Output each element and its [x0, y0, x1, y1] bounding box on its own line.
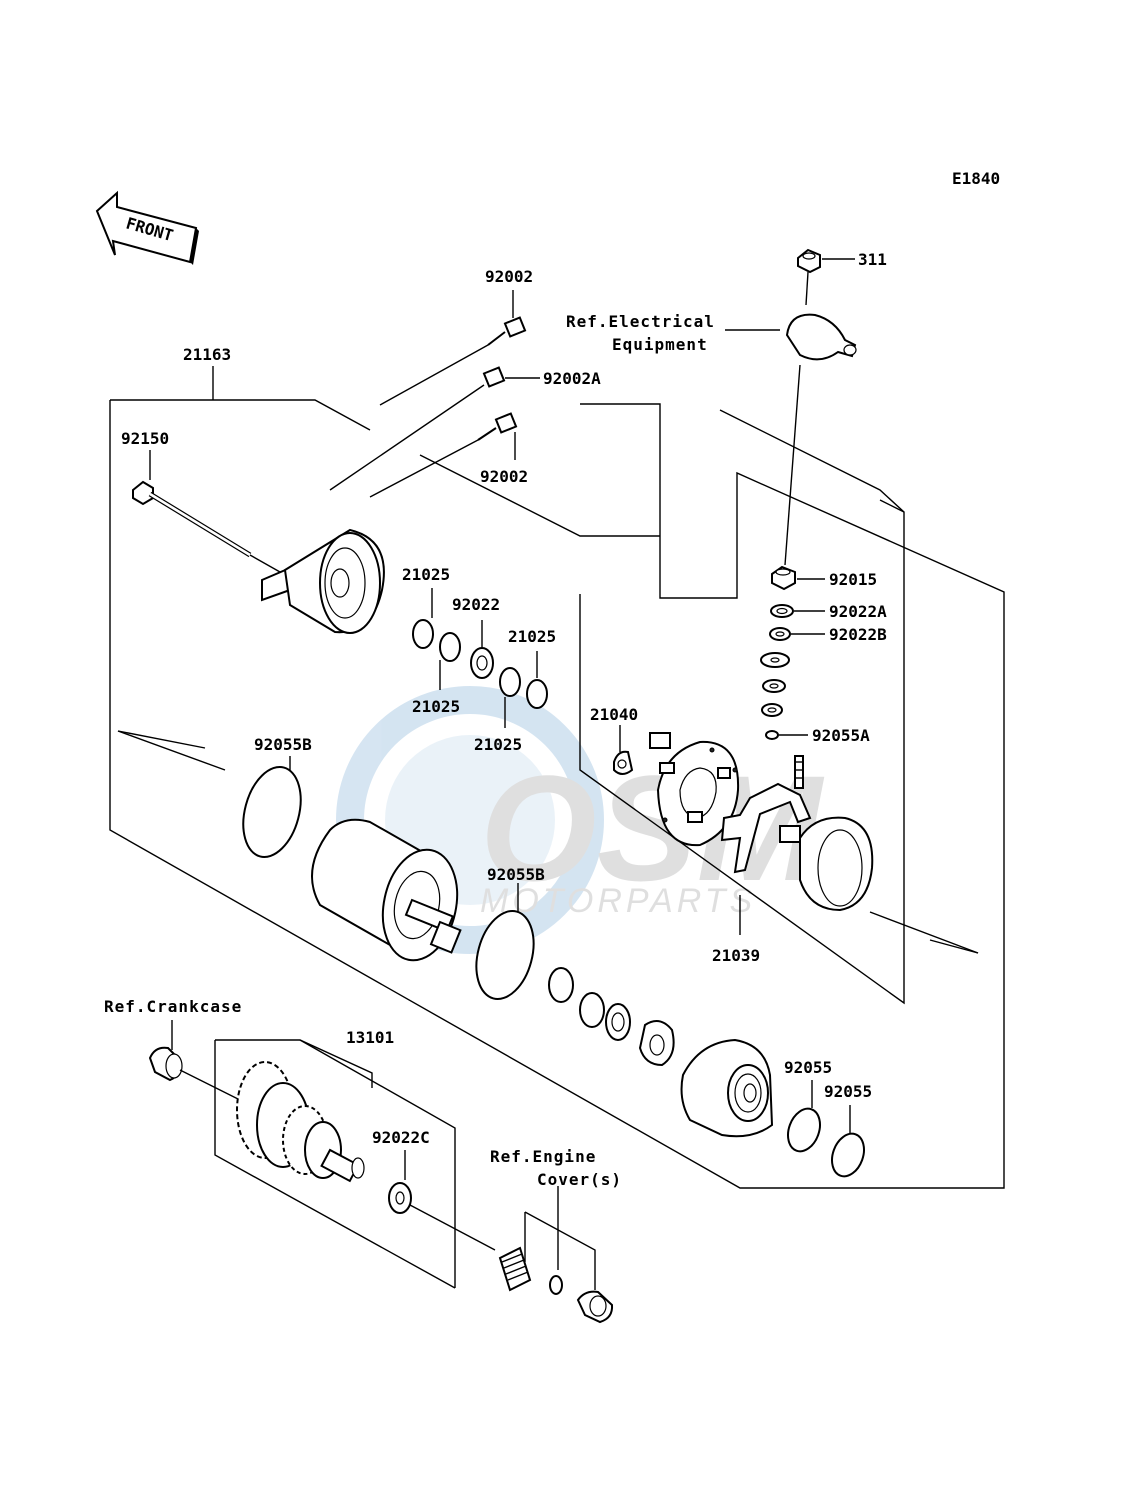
label-21025-b: 21025 [508, 627, 556, 646]
o-ring-92055B-right [475, 883, 535, 1001]
ref-electrical-line1: Ref.Electrical [566, 312, 715, 331]
label-21039: 21039 [712, 946, 760, 965]
front-cover [680, 1038, 774, 1138]
label-13101: 13101 [346, 1028, 394, 1047]
label-21040: 21040 [590, 705, 638, 724]
ref-electrical-line2: Equipment [612, 335, 708, 354]
long-bolt-92150 [132, 450, 281, 573]
label-21025-a: 21025 [402, 565, 450, 584]
label-92002-top: 92002 [485, 267, 533, 286]
label-21025-d: 21025 [474, 735, 522, 754]
washer-stack-21025 [412, 588, 548, 728]
label-92002A: 92002A [543, 369, 601, 388]
o-ring-92055B-left [242, 756, 302, 858]
ref-engine-line1: Ref.Engine [490, 1147, 596, 1166]
label-92022B: 92022B [829, 625, 887, 644]
o-ring-92055-a [787, 1080, 821, 1153]
diagram-code: E1840 [952, 169, 1000, 188]
bolt-92002-mid [369, 412, 518, 498]
label-92055A: 92055A [812, 726, 870, 745]
label-92055-a: 92055 [784, 1058, 832, 1077]
label-21025-c: 21025 [412, 697, 460, 716]
label-92002-mid: 92002 [480, 467, 528, 486]
starter-clutch-13101 [214, 1039, 456, 1289]
spring-and-cap [498, 1186, 614, 1324]
label-92015: 92015 [829, 570, 877, 589]
brush-plate-21040 [613, 725, 740, 847]
terminal-hardware-stack [760, 565, 825, 740]
bolt-92002A [329, 366, 540, 491]
ref-engine-line2: Cover(s) [537, 1170, 622, 1189]
label-92022: 92022 [452, 595, 500, 614]
ref-crankcase: Ref.Crankcase [104, 997, 242, 1016]
bolt-92002-top [379, 290, 527, 406]
label-21163: 21163 [183, 345, 231, 364]
nut-311 [797, 248, 855, 306]
label-92150: 92150 [121, 429, 169, 448]
label-311: 311 [858, 250, 887, 269]
label-92055-b: 92055 [824, 1082, 872, 1101]
label-92022A: 92022A [829, 602, 887, 621]
watermark-subtitle: MOTORPARTS [480, 882, 756, 920]
o-ring-92055-b [831, 1105, 865, 1178]
terminal-boot [725, 313, 857, 566]
label-92022C: 92022C [372, 1128, 430, 1147]
starter-yoke-armature [311, 818, 462, 962]
label-92055B-b: 92055B [487, 865, 545, 884]
assembly-outline [109, 399, 1005, 1189]
brush-holder-21039 [720, 755, 874, 935]
end-cover-21163 [261, 528, 385, 634]
washer-92022C [388, 1150, 496, 1251]
front-arrow-icon: FRONT [95, 190, 199, 265]
watermark-brand: OSM [480, 744, 825, 912]
lower-washers [548, 967, 675, 1067]
label-92055B-a: 92055B [254, 735, 312, 754]
crankcase-bushing [148, 1020, 241, 1101]
